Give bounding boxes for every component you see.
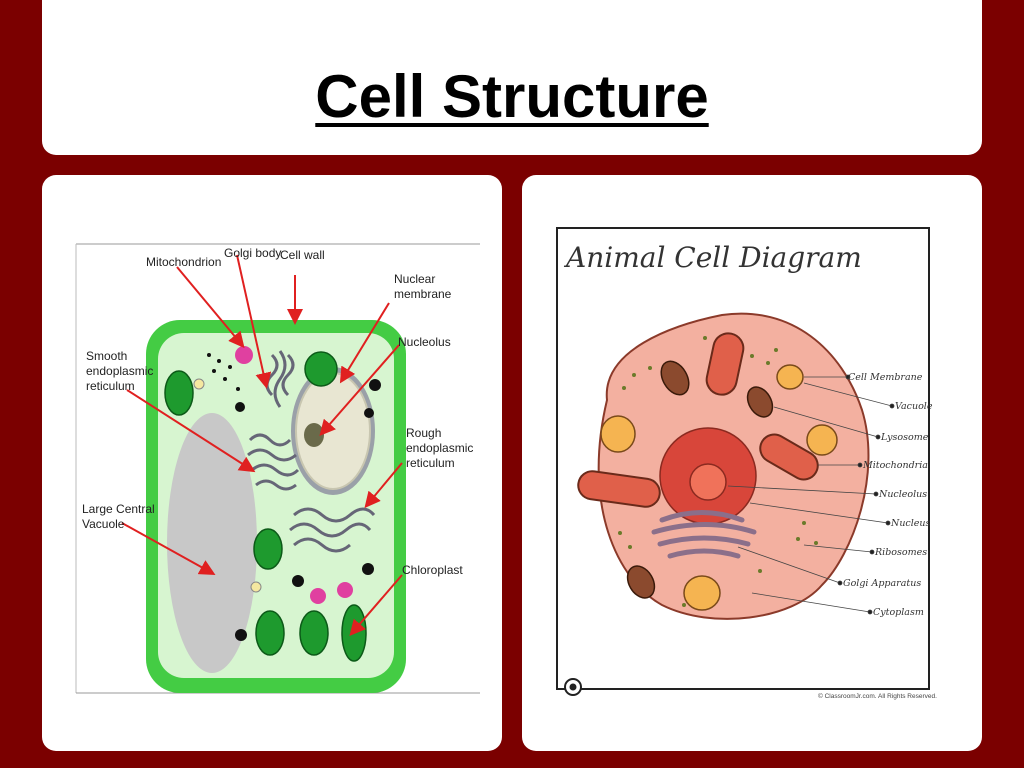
animal-lysosomes	[626, 360, 774, 599]
label-smooth-er-1: Smooth	[86, 349, 127, 363]
plant-cell-diagram: Mitochondrion Golgi body Cell wall Nucle…	[75, 243, 480, 694]
label-vacuole-2: Vacuole	[82, 517, 125, 531]
animal-label-golgi-apparatus: Golgi Apparatus	[843, 578, 921, 589]
animal-cell-title: Animal Cell Diagram	[563, 241, 862, 274]
plant-cell-panel: Mitochondrion Golgi body Cell wall Nucle…	[42, 175, 502, 751]
classroomjr-logo-icon	[564, 678, 582, 696]
animal-label-mitochondria: Mitochondria	[862, 460, 928, 471]
label-rough-er-1: Rough	[406, 426, 441, 440]
animal-label-cell-membrane: Cell Membrane	[848, 372, 923, 383]
animal-label-nucleus: Nucleus	[890, 518, 931, 529]
animal-cell-diagram: Animal Cell Diagram	[556, 227, 937, 700]
page-title: Cell Structure	[315, 63, 709, 130]
label-mitochondrion: Mitochondrion	[146, 255, 221, 269]
animal-mitochondria	[577, 332, 819, 508]
label-nuclear-membrane-1: Nuclear	[394, 272, 435, 286]
animal-golgi	[651, 510, 757, 559]
smooth-er	[247, 433, 300, 491]
label-nuclear-membrane-2: membrane	[394, 287, 452, 301]
animal-vacuoles	[600, 364, 838, 611]
label-smooth-er-3: reticulum	[86, 379, 135, 393]
label-smooth-er-2: endoplasmic	[86, 364, 153, 378]
animal-cell-panel: Animal Cell Diagram	[522, 175, 982, 751]
animal-nucleolus	[689, 463, 727, 501]
rough-er	[289, 507, 376, 553]
label-rough-er-3: reticulum	[406, 456, 455, 470]
animal-label-nucleolus: Nucleolus	[878, 489, 927, 500]
copyright-text: © ClassroomJr.com. All Rights Reserved.	[818, 692, 937, 700]
label-golgi-body: Golgi body	[224, 246, 281, 260]
title-banner: Cell Structure	[42, 0, 982, 155]
animal-ribosomes	[618, 336, 818, 607]
label-nucleolus: Nucleolus	[398, 335, 451, 349]
animal-label-vacuole: Vacuole	[895, 401, 933, 412]
label-chloroplast: Chloroplast	[402, 563, 463, 577]
chloroplasts	[164, 351, 367, 662]
label-rough-er-2: endoplasmic	[406, 441, 473, 455]
label-vacuole-1: Large Central	[82, 502, 155, 516]
animal-label-lysosome: Lysosome	[880, 432, 929, 443]
animal-label-cytoplasm: Cytoplasm	[873, 607, 924, 618]
nucleolus	[304, 423, 324, 447]
golgi-body	[265, 350, 295, 408]
mitochondrion	[235, 346, 253, 364]
large-central-vacuole	[167, 413, 257, 673]
animal-label-ribosomes: Ribosomes	[874, 547, 927, 558]
label-cell-wall: Cell wall	[280, 248, 325, 262]
